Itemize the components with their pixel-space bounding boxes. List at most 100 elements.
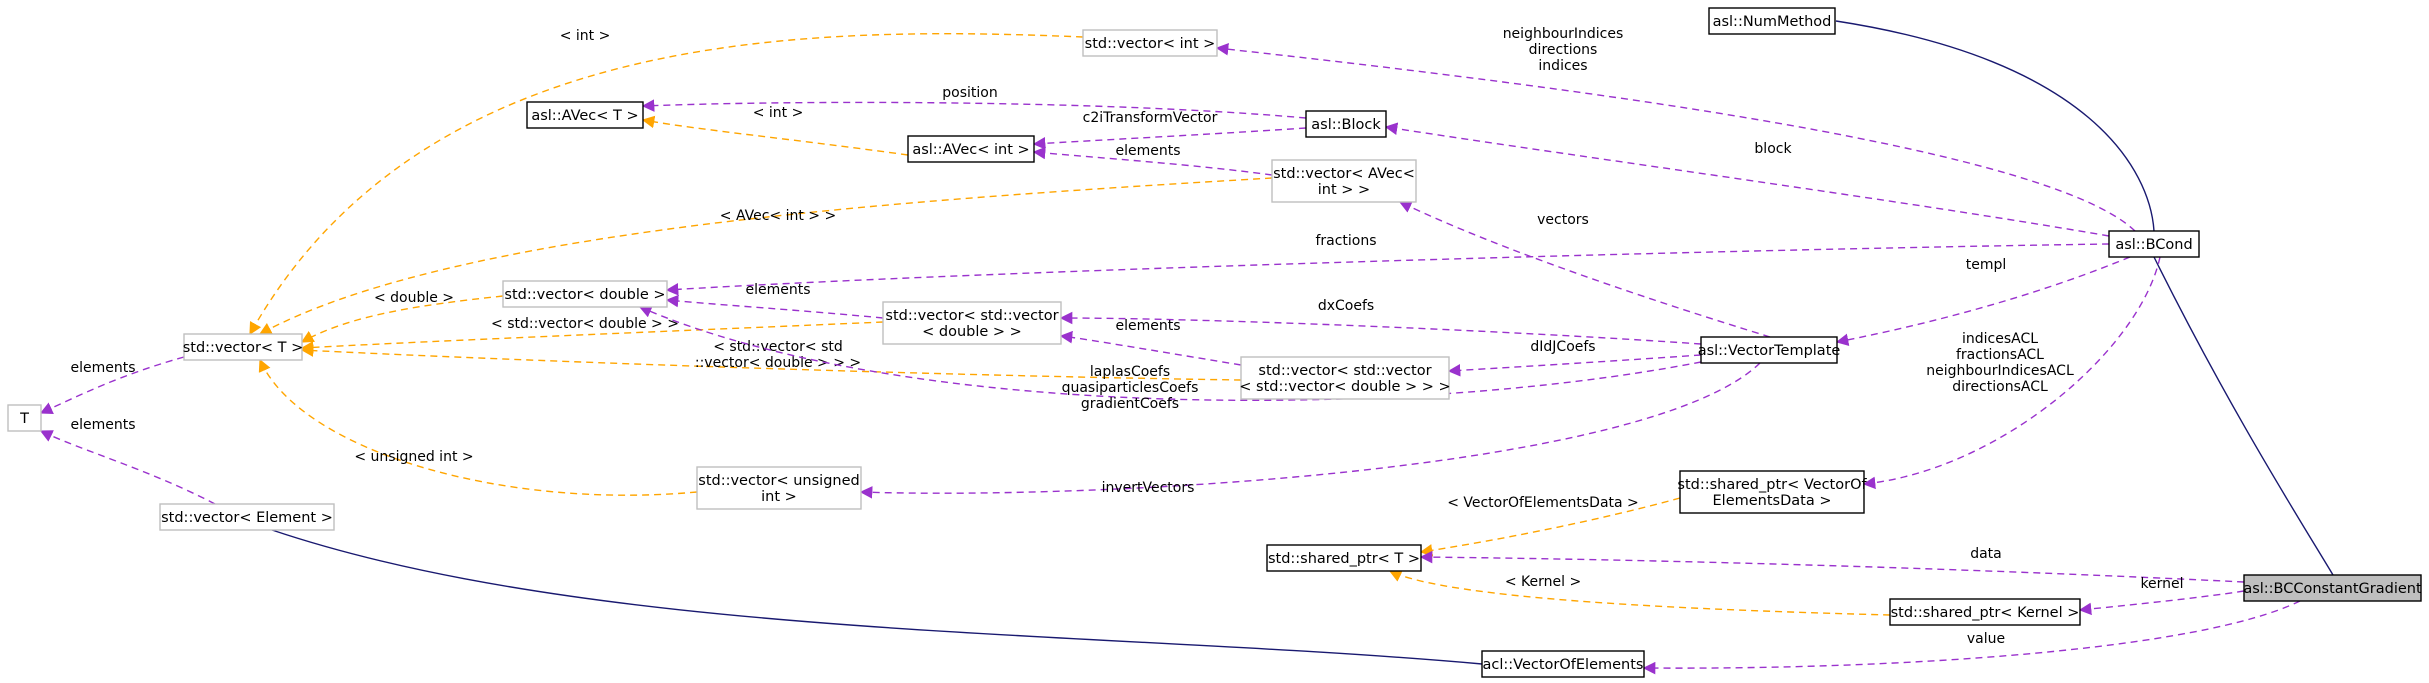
edge-label: value [1967, 631, 2005, 647]
node-avec-T[interactable]: asl::AVec< T > [526, 101, 644, 129]
node-box [1240, 356, 1450, 400]
edge-label: fractionsACL [1956, 347, 2044, 363]
edge-block-to-avecT: position [641, 85, 1307, 119]
edge-vecint-to-vecT: < int > [249, 28, 1084, 336]
node-box [907, 135, 1035, 163]
usage-arrow [2078, 590, 2245, 616]
node-box [502, 280, 668, 308]
template-arrow [300, 321, 884, 354]
node-box [1082, 29, 1218, 57]
edge-label: elements [745, 282, 810, 298]
edge-label: indicesACL [1962, 331, 2038, 347]
edge-label: directions [1529, 42, 1598, 58]
node-box [2108, 230, 2200, 258]
node-vector-of-elements[interactable]: acl::VectorOfElements [1481, 650, 1645, 678]
node-vec-vec-double[interactable]: std::vector< std::vector< double > > [882, 301, 1062, 345]
edge-label: invertVectors [1102, 480, 1195, 496]
node-label: std::shared_ptr< VectorOf [1677, 477, 1867, 493]
node-bcond[interactable]: asl::BCond [2108, 230, 2200, 258]
edge-label: dxCoefs [1318, 298, 1374, 314]
edge-bcond-to-block: block [1384, 122, 2110, 237]
template-arrow [300, 295, 504, 343]
node-box [1305, 110, 1387, 138]
usage-arrow [1419, 550, 2245, 583]
node-label: ElementsData > [1713, 493, 1832, 509]
node-vec-double[interactable]: std::vector< double > [502, 280, 668, 308]
edge-label: dIdJCoefs [1530, 339, 1595, 355]
edge-label: < std::vector< double > > [491, 316, 679, 332]
edge-label: < AVec< int > > [720, 208, 836, 224]
edge-label: vectors [1537, 212, 1589, 228]
node-shared-ptr-voed[interactable]: std::shared_ptr< VectorOfElementsData > [1677, 470, 1867, 514]
edge-vecvecdouble-to-vecdouble: elements [665, 282, 884, 319]
usage-arrow [638, 305, 1702, 402]
node-label: T [19, 411, 29, 427]
edge-sharedvoed-to-sharedT: < VectorOfElementsData > [1419, 495, 1681, 557]
edge-vecavec-to-avecint: elements [1032, 143, 1273, 176]
node-box [1271, 159, 1417, 203]
node-vec-element[interactable]: std::vector< Element > [159, 503, 335, 531]
edge-label: elements [70, 417, 135, 433]
node-shared-ptr-kernel[interactable]: std::shared_ptr< Kernel > [1889, 598, 2081, 626]
template-arrow [249, 32, 1084, 336]
edge-vecvecdouble-to-vecT: < std::vector< double > > [300, 316, 884, 354]
node-avec-int[interactable]: asl::AVec< int > [907, 135, 1035, 163]
edge-block-to-avecint: c2iTransformVector [1032, 110, 1307, 150]
usage-arrow [39, 430, 216, 505]
edge-label: elements [70, 360, 135, 376]
template-arrow [1388, 570, 1891, 616]
edge-label: neighbourIndicesACL [1926, 363, 2074, 379]
node-shared-ptr-T[interactable]: std::shared_ptr< T > [1266, 544, 1422, 572]
edge-label: < int > [753, 105, 804, 121]
edge-vecT-to-T: elements [39, 356, 185, 414]
node-label: std::vector< T > [183, 340, 304, 356]
node-vec-vec-vec-double[interactable]: std::vector< std::vector< std::vector< d… [1239, 356, 1451, 400]
edge-label: templ [1966, 257, 2007, 273]
node-box [1889, 598, 2081, 626]
node-box [882, 301, 1062, 345]
usage-arrow [39, 356, 185, 414]
node-box [2243, 574, 2422, 602]
node-label: asl::BCConstantGradient [2243, 581, 2422, 597]
node-vec-T[interactable]: std::vector< T > [183, 333, 304, 361]
edge-label: indices [1538, 58, 1587, 74]
node-box [1481, 650, 1645, 678]
edge-label: fractions [1315, 233, 1376, 249]
node-block[interactable]: asl::Block [1305, 110, 1387, 138]
inheritance-edge [271, 529, 1483, 665]
node-label: int > [761, 489, 797, 505]
edge-label: < unsigned int > [354, 449, 473, 465]
node-label: std::vector< unsigned [698, 473, 859, 489]
edge-bccg-to-sharedkernel: kernel [2078, 576, 2245, 616]
node-T[interactable]: T [7, 404, 42, 432]
edge-label: kernel [2140, 576, 2183, 592]
usage-arrow [1059, 330, 1242, 366]
node-num-method[interactable]: asl::NumMethod [1708, 7, 1836, 35]
edge-label: directionsACL [1952, 379, 2048, 395]
edge-vt-to-vecdouble: laplasCoefsquasiparticlesCoefsgradientCo… [638, 305, 1702, 412]
edge-label: quasiparticlesCoefs [1062, 380, 1199, 396]
node-label: int > > [1318, 182, 1370, 198]
usage-arrow [665, 294, 884, 319]
usage-arrow [859, 362, 1761, 499]
usage-arrow [1862, 256, 2161, 490]
node-box [1708, 7, 1836, 35]
usage-arrow [641, 99, 1307, 119]
node-vector-template[interactable]: asl::VectorTemplate [1698, 336, 1841, 364]
node-label: std::vector< int > [1085, 36, 1216, 52]
node-vec-int[interactable]: std::vector< int > [1082, 29, 1218, 57]
edge-label: < double > [374, 290, 454, 306]
edge-label: c2iTransformVector [1083, 110, 1218, 126]
edge-sharedkernel-to-sharedT: < Kernel > [1388, 570, 1891, 616]
node-label: asl::NumMethod [1713, 14, 1832, 30]
node-label: std::vector< AVec< [1273, 166, 1415, 182]
node-label: std::vector< double > [504, 287, 665, 303]
edge-avecint-to-avecT: < int > [641, 105, 909, 156]
usage-arrow [1398, 201, 1771, 338]
node-vec-avec[interactable]: std::vector< AVec<int > > [1271, 159, 1417, 203]
usage-arrow [1215, 42, 2136, 232]
